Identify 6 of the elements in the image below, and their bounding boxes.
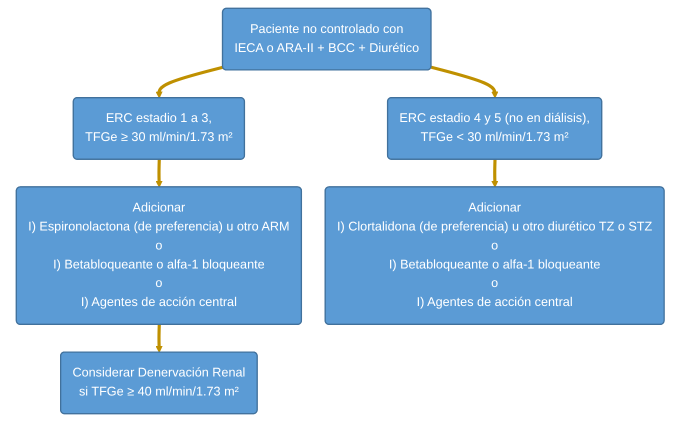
- flowchart: Paciente no controlado con IECA o ARA-II + BCC + Diurético ERC estadio 1 a 3, TFGe ≥ 30 ml/min/1.73 m² ERC estadio 4 y 5 (no en diálisis), TFGe < 30 ml/min/1.73 m² Adicionar I) Espironolactona (de preferencia) u otro ARM o I) Betabloqueante o alfa-1 bloqueante o I) Agentes de acción central Adicionar I) Clortalidona (de preferencia) u otro diurético TZ o STZ o I) Betabloqueante o alfa-1 bloqueante o I) Agentes de acción central Considerar Denervación Renal si TFGe ≥ 40 ml/min/1.73 m²: [10, 2, 670, 420]
- arrow: [155, 160, 162, 188]
- arrow: [491, 160, 498, 188]
- arrow: [155, 66, 224, 98]
- arrow: [155, 324, 162, 353]
- arrow: [430, 66, 498, 98]
